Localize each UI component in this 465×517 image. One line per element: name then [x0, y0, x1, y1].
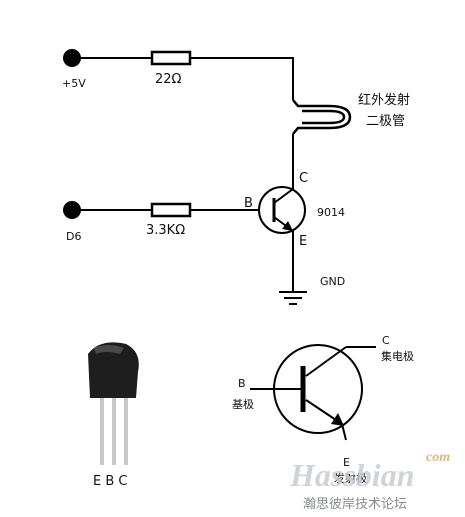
symbol-c-text: 集电极 — [381, 349, 414, 363]
pin-b-label: B — [244, 196, 253, 211]
to92-package — [88, 342, 139, 465]
npn-transistor — [258, 184, 306, 234]
ir-led — [292, 99, 352, 135]
symbol-b-text: 基极 — [232, 397, 254, 411]
ground-symbol — [279, 291, 307, 305]
watermark: com Hassbian 瀚思彼岸技术论坛 — [289, 450, 450, 512]
supply-label: +5V — [62, 77, 86, 90]
resistor-r2 — [150, 202, 192, 218]
wire-r1-led — [190, 57, 294, 100]
ground-label: GND — [320, 275, 345, 288]
pin-e-label: E — [299, 234, 307, 249]
led-label-line1: 红外发射 — [358, 92, 410, 108]
symbol-e-text: 发射极 — [334, 471, 367, 485]
r2-label: 3.3KΩ — [146, 223, 185, 238]
watermark-brand: Hassbian — [289, 457, 414, 493]
watermark-forum: 瀚思彼岸技术论坛 — [303, 497, 407, 512]
transistor-part-label: 9014 — [317, 206, 345, 219]
symbol-c-letter: C — [382, 334, 390, 347]
package-pin-labels: E B C — [93, 474, 127, 489]
r1-label: 22Ω — [155, 72, 182, 87]
led-label-line2: 二极管 — [366, 114, 405, 129]
transistor-symbol-large — [250, 344, 376, 441]
resistor-r1 — [150, 50, 192, 66]
input-label: D6 — [66, 230, 81, 243]
symbol-e-letter: E — [343, 456, 350, 469]
pin-c-label: C — [299, 171, 308, 186]
symbol-b-letter: B — [238, 377, 246, 390]
watermark-tld: com — [426, 450, 450, 465]
